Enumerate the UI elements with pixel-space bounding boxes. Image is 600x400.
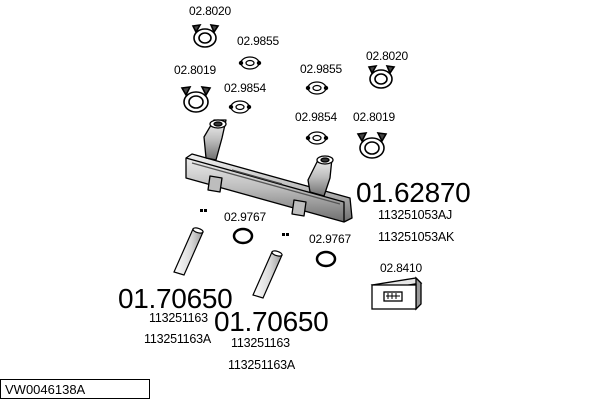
manifold-number: 01.62870 — [356, 177, 471, 208]
label-ring-left: 02.9767 — [224, 210, 266, 224]
ring-left — [232, 227, 254, 245]
gasket-right — [305, 131, 329, 145]
diagram-id-box: VW0046138A — [0, 379, 150, 399]
manifold-ref-2: 113251053AK — [378, 230, 455, 244]
label-gasket-left: 02.9854 — [224, 81, 266, 95]
gasket-top — [238, 56, 262, 70]
manifold-ref-1: 113251053AJ — [378, 208, 453, 222]
label-gasket-right: 02.9854 — [295, 110, 337, 124]
pipe-right-ref-2: 113251163A — [228, 358, 296, 372]
ring-right — [315, 250, 337, 268]
pipe-right-number: 01.70650 — [214, 306, 329, 337]
manifold-drawing — [185, 119, 353, 223]
pipe-left-ref-2: 113251163A — [144, 332, 212, 346]
label-clamp-top: 02.8020 — [189, 4, 231, 18]
pipe-left-ref-1: 113251163 — [149, 311, 208, 325]
small-bracket-icons — [200, 209, 289, 236]
pipe-left-number: 01.70650 — [118, 283, 233, 314]
clamp-top-right — [367, 64, 396, 89]
label-clamp-right: 02.8019 — [353, 110, 395, 124]
label-ring-right: 02.9767 — [309, 232, 351, 246]
clamp-right — [356, 132, 388, 159]
gasket-mid — [305, 81, 329, 95]
diagram-id: VW0046138A — [5, 382, 86, 397]
label-clamp-top-right: 02.8020 — [366, 49, 408, 63]
clamp-top — [191, 23, 220, 48]
clamp-left — [180, 86, 212, 113]
kit-box-drawing — [370, 276, 423, 311]
label-gasket-mid: 02.9855 — [300, 62, 342, 76]
label-clamp-left: 02.8019 — [174, 63, 216, 77]
pipe-left-drawing — [173, 227, 204, 276]
pipe-right-ref-1: 113251163 — [231, 336, 290, 350]
pipe-right-drawing — [252, 250, 283, 299]
gasket-left — [228, 100, 252, 114]
label-gasket-top: 02.9855 — [237, 34, 279, 48]
label-kit-box: 02.8410 — [380, 261, 422, 275]
